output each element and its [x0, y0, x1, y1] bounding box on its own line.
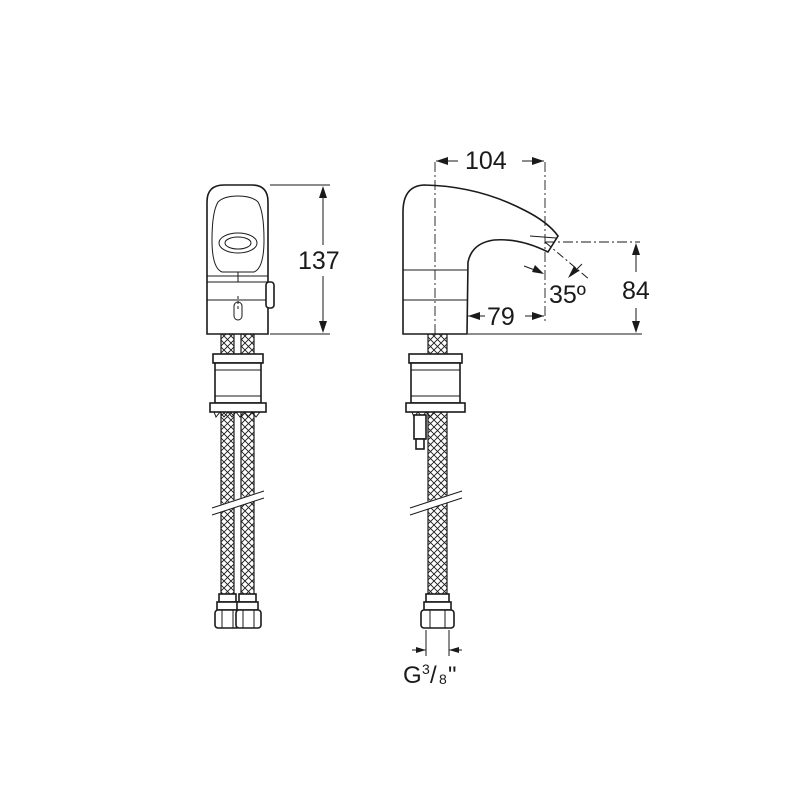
- thread-dimension: [412, 630, 462, 656]
- front-tap-body: [206, 184, 275, 335]
- side-centerlines: [434, 162, 640, 334]
- label-137: 137: [298, 247, 340, 275]
- thread-prefix: G: [403, 662, 422, 689]
- label-84: 84: [622, 277, 650, 305]
- dimension-104: [436, 157, 544, 165]
- side-tap-body: [402, 184, 559, 335]
- dimension-137: [270, 184, 330, 335]
- front-mounting-nut: [209, 353, 267, 418]
- front-hose-fittings: [214, 593, 262, 629]
- sensor-window: [218, 232, 258, 254]
- thread-unit: ": [448, 662, 457, 689]
- label-104: 104: [465, 147, 507, 175]
- front-break-mark: [210, 490, 266, 516]
- side-break-mark: [408, 490, 464, 516]
- dimension-79: [468, 312, 544, 320]
- dimension-84: [468, 243, 642, 335]
- angle-35-marks: [523, 263, 583, 278]
- side-view: [402, 157, 642, 656]
- side-knob: [265, 281, 275, 309]
- label-thread-size: G 3 / 8 ": [403, 661, 457, 689]
- label-79: 79: [487, 303, 515, 331]
- label-35-degrees: 35º: [549, 281, 586, 309]
- thread-numerator: 3: [422, 661, 430, 677]
- side-mounting-nut: [405, 353, 466, 450]
- thread-slash: /: [430, 662, 437, 689]
- side-hose-fitting: [420, 593, 455, 629]
- thread-denominator: 8: [439, 671, 447, 687]
- front-view: [206, 184, 330, 629]
